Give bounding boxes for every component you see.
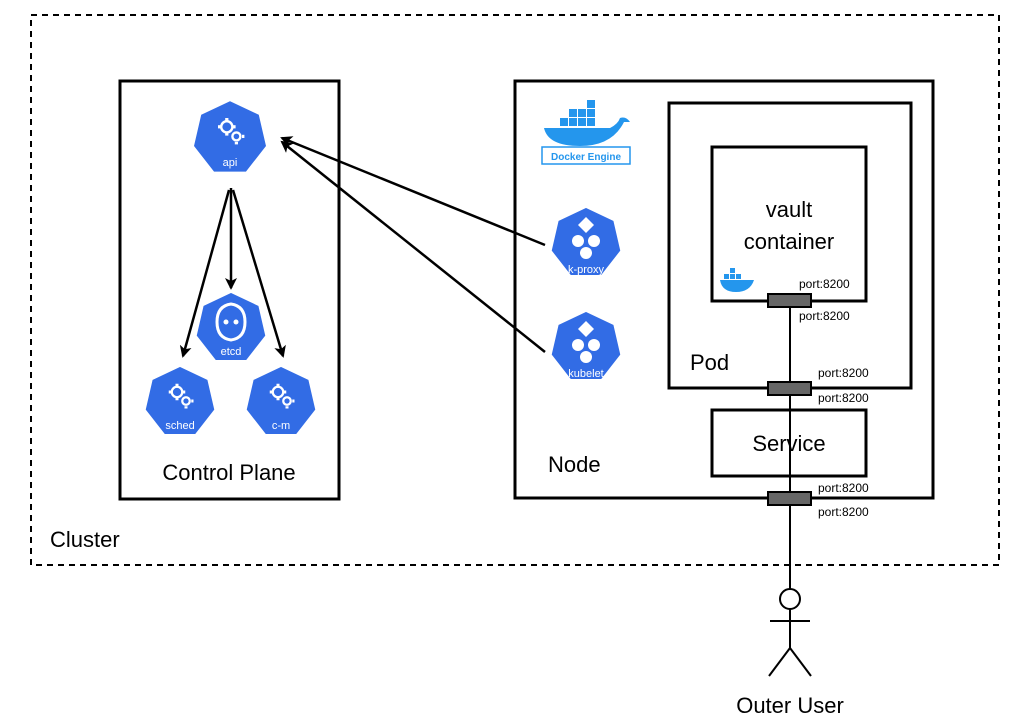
node-port (767, 491, 812, 506)
container-port-label-top: port:8200 (799, 277, 850, 291)
pod-label: Pod (690, 350, 729, 375)
node-label: Node (548, 452, 601, 477)
container-port-label-bottom: port:8200 (799, 309, 850, 323)
control-plane-label: Control Plane (162, 460, 295, 485)
vault-container-label-line1: vault (766, 197, 812, 222)
kproxy-label: k-proxy (568, 264, 605, 276)
cm-label: c-m (272, 420, 290, 432)
api-server-icon: api (190, 97, 270, 175)
arrow-api-to-sched (179, 189, 231, 358)
scheduler-icon: sched (142, 363, 218, 438)
docker-engine-logo: Docker Engine (541, 100, 631, 165)
etcd-icon: etcd (193, 289, 269, 364)
pod-port-label-top: port:8200 (818, 366, 869, 380)
node-box (513, 79, 935, 500)
kproxy-icon: k-proxy (548, 204, 624, 279)
arrow-api-to-cm (231, 189, 286, 358)
arrow-kubelet-to-api (280, 140, 546, 353)
docker-whale-icon (720, 268, 754, 292)
vault-container-label-line2: container (744, 229, 835, 254)
outer-user-icon (768, 588, 812, 677)
node-port-label-top: port:8200 (818, 481, 869, 495)
cluster-label: Cluster (50, 527, 120, 552)
node-port-label-bottom: port:8200 (818, 505, 869, 519)
outer-user-label: Outer User (736, 693, 844, 718)
container-port (767, 293, 812, 308)
pod-port (767, 381, 812, 396)
controller-manager-icon: c-m (243, 363, 319, 438)
api-label: api (223, 157, 238, 169)
docker-engine-label: Docker Engine (551, 152, 621, 163)
pod-port-label-bottom: port:8200 (818, 391, 869, 405)
etcd-label: etcd (221, 346, 242, 358)
sched-label: sched (165, 420, 194, 432)
cluster-boundary (30, 14, 1000, 566)
control-plane-box (118, 79, 341, 501)
arrow-kproxy-to-api (280, 136, 546, 247)
kubelet-icon: kubelet (548, 308, 624, 383)
kubelet-label: kubelet (568, 368, 603, 380)
